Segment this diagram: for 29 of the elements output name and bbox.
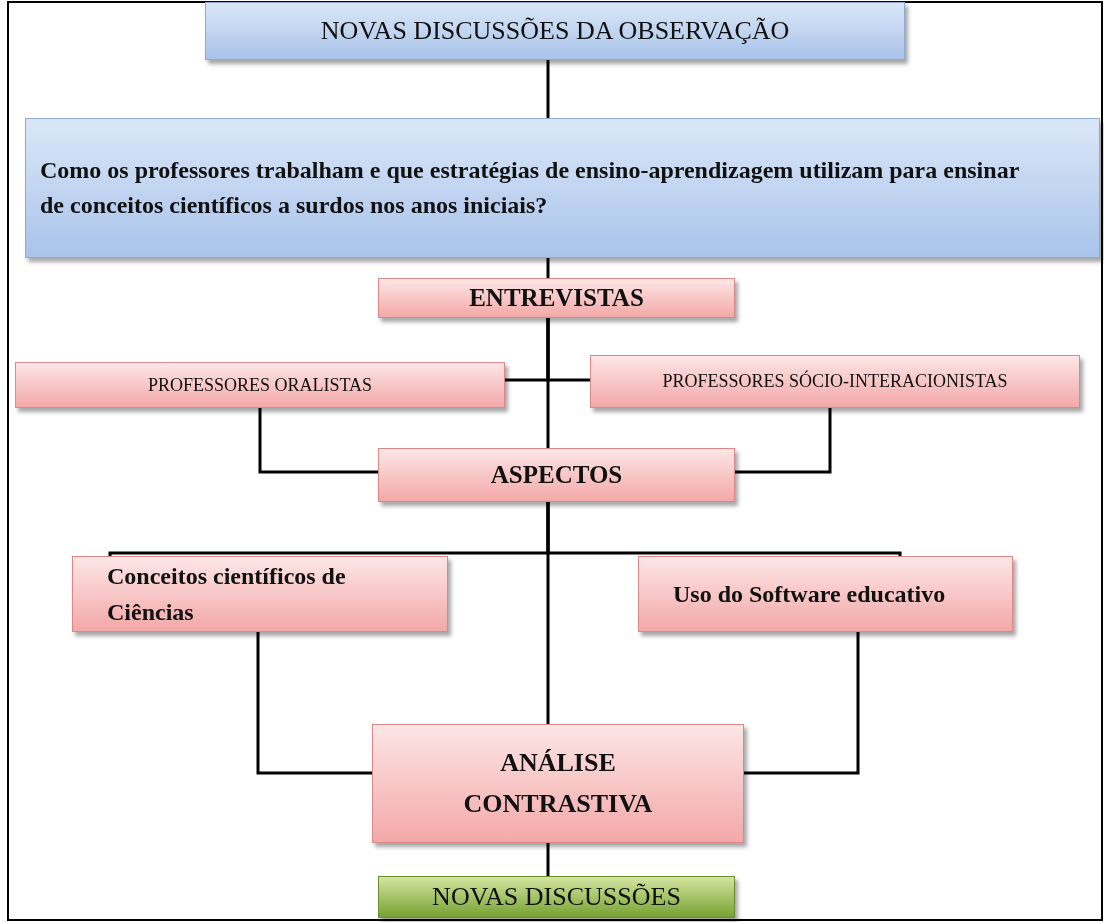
connector-line [256, 632, 372, 775]
box-label: NOVAS DISCUSSÕES DA OBSERVAÇÃO [320, 16, 790, 46]
box-label: PROFESSORES ORALISTAS [147, 374, 373, 396]
connector-line [546, 318, 550, 448]
process-box [15, 362, 505, 408]
box-label: Conceitos científicos de Ciências [107, 562, 347, 627]
connector-line [546, 502, 550, 724]
box-label: Uso do Software educativo [673, 580, 946, 609]
process-box [638, 556, 1013, 632]
process-box [378, 876, 735, 918]
process-box [205, 2, 905, 60]
connector-line [735, 408, 832, 474]
connector-line [546, 60, 550, 118]
connector-line [258, 408, 378, 474]
process-box [590, 355, 1080, 408]
box-label: ANÁLISE CONTRASTIVA [462, 747, 654, 820]
box-label: NOVAS DISCUSSÕES [432, 882, 681, 912]
process-box [378, 448, 735, 502]
box-label: PROFESSORES SÓCIO-INTERACIONISTAS [662, 371, 1008, 392]
connector-line [744, 632, 860, 775]
box-label: Como os professores trabalham e que estratégias de ensino-aprendizagem utilizam para ensinar de conceitos científicos a surdos nos anos iniciais? [40, 156, 1020, 220]
process-box [372, 724, 744, 843]
box-label: ASPECTOS [490, 461, 623, 489]
box-label: ENTREVISTAS [469, 284, 644, 312]
connector-line [546, 258, 550, 278]
process-box [72, 556, 448, 632]
question-box [25, 118, 1100, 258]
process-box [378, 278, 735, 318]
connector-line [546, 843, 550, 876]
